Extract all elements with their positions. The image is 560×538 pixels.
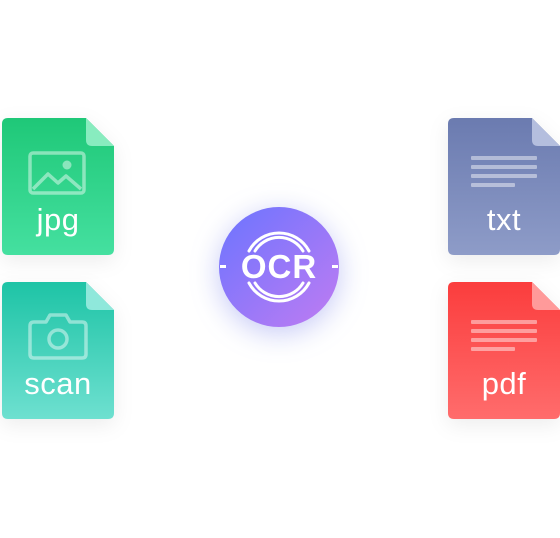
document-lines-icon (471, 320, 537, 351)
camera-icon (28, 313, 88, 360)
scan-file-card: scan (2, 282, 114, 419)
file-shape (448, 118, 560, 255)
ocr-label: OCR (240, 248, 318, 285)
file-label: jpg (36, 202, 80, 237)
text-lines-icon (471, 156, 537, 187)
file-label: scan (24, 366, 92, 401)
txt-file-card: txt (448, 118, 560, 255)
image-icon (28, 151, 86, 195)
file-shape (2, 282, 114, 419)
file-label: pdf (481, 366, 527, 401)
file-shape (448, 282, 560, 419)
file-shape (2, 118, 114, 255)
ocr-circle-icon (219, 207, 339, 327)
ocr-badge: OCR (218, 206, 340, 328)
pdf-file-card: pdf (448, 282, 560, 419)
jpg-file-card: jpg (2, 118, 114, 255)
file-label: txt (486, 202, 522, 237)
